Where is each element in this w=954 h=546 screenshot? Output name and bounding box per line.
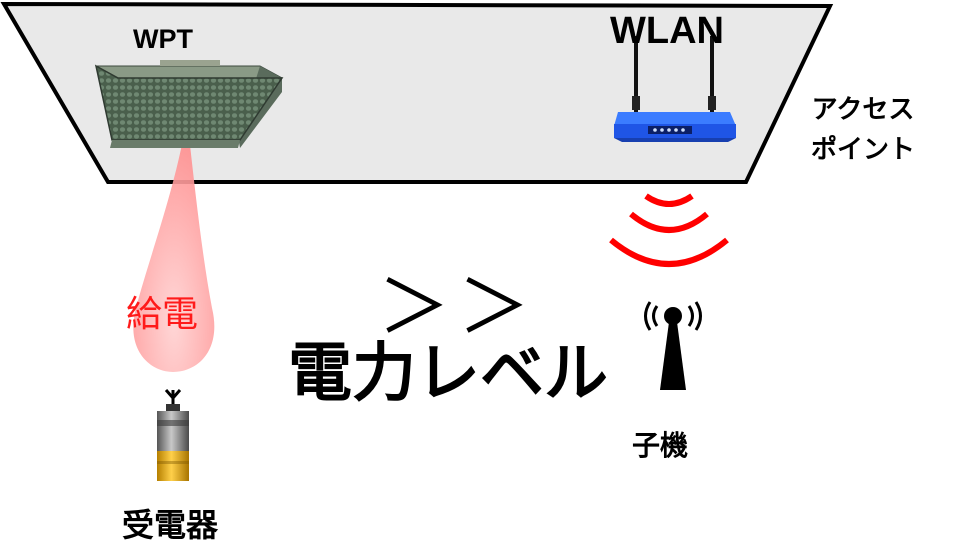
child-device-label: 子機 xyxy=(632,429,689,462)
antenna-tower-icon xyxy=(644,301,702,390)
wpt-panel-icon xyxy=(94,60,284,148)
wifi-router-icon xyxy=(614,36,736,142)
wlan-label: WLAN xyxy=(610,10,724,52)
power-level-label: 電力レベル xyxy=(288,337,608,411)
wpt-label: WPT xyxy=(133,24,193,54)
power-beam xyxy=(133,118,215,372)
signal-wave-icon xyxy=(609,193,729,267)
receiver-label: 受電器 xyxy=(122,506,219,544)
power-feed-label: 給電 xyxy=(126,294,199,335)
direction-arrows: ＞＞ xyxy=(378,265,539,349)
power-receiver-icon xyxy=(157,389,189,481)
access-point-label: アクセス ポイント xyxy=(810,95,915,165)
